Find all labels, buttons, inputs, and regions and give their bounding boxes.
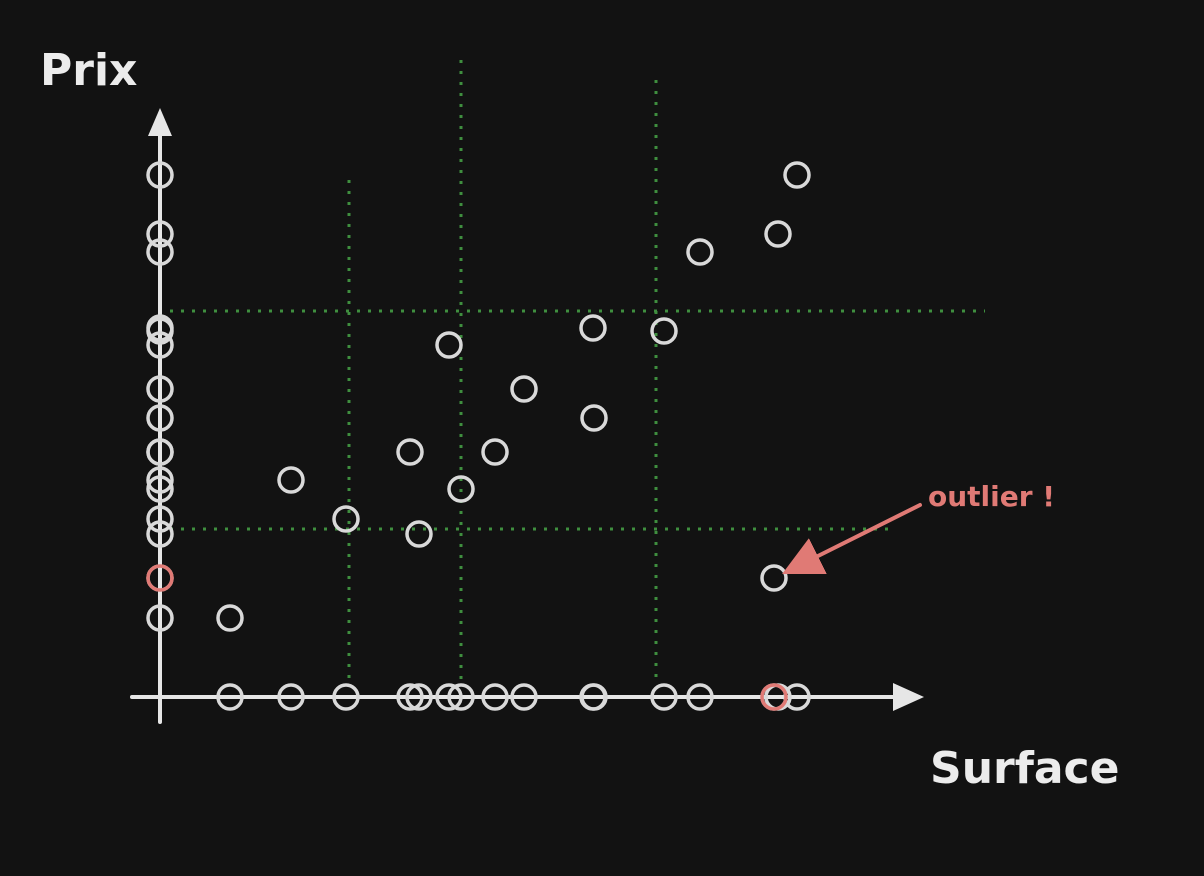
- data-point: [686, 238, 714, 266]
- x-projection-point: [405, 683, 433, 711]
- scatter-points: [216, 161, 811, 632]
- x-projection-point: [277, 683, 305, 711]
- x-projection-point: [481, 683, 509, 711]
- y-projection-point: [146, 238, 174, 266]
- y-projection-point: [146, 161, 174, 189]
- x-axis-arrow: [893, 683, 924, 711]
- data-point: [435, 331, 463, 359]
- y-projections: [146, 161, 174, 632]
- x-projection-point: [580, 683, 608, 711]
- x-projection-point: [435, 683, 463, 711]
- data-point: [332, 505, 360, 533]
- data-point: [510, 375, 538, 403]
- data-point: [277, 466, 305, 494]
- y-projection-point: [146, 404, 174, 432]
- data-point: [216, 604, 244, 632]
- y-projection-point: [146, 220, 174, 248]
- axes: [130, 108, 924, 724]
- data-point: [579, 314, 607, 342]
- y-projection-point: [146, 331, 174, 359]
- data-point: [580, 404, 608, 432]
- x-projection-point: [216, 683, 244, 711]
- data-point: [447, 475, 475, 503]
- y-projection-point: [146, 466, 174, 494]
- outlier-arrow: [782, 503, 922, 574]
- y-axis-label: Prix: [40, 45, 137, 96]
- y-projection-point: [146, 604, 174, 632]
- x-projection-point: [332, 683, 360, 711]
- y-projection-point: [146, 317, 174, 345]
- x-projection-point: [686, 683, 714, 711]
- y-projection-point: [146, 438, 174, 466]
- x-projection-point: [447, 683, 475, 711]
- data-point: [396, 438, 424, 466]
- data-point: [783, 161, 811, 189]
- outlier-y-projection: [146, 564, 174, 592]
- x-projection-point: [650, 683, 678, 711]
- data-point: [405, 520, 433, 548]
- data-point: [650, 317, 678, 345]
- data-point: [764, 220, 792, 248]
- data-point: [481, 438, 509, 466]
- y-projection-point: [146, 505, 174, 533]
- x-projections: [216, 683, 811, 711]
- x-projection-point: [396, 683, 424, 711]
- outlier-annotation: outlier !: [928, 480, 1055, 513]
- y-axis-arrow: [148, 108, 172, 136]
- y-projection-point: [146, 475, 174, 503]
- outlier-x-projection: [760, 683, 788, 711]
- grid-lines: [170, 60, 985, 680]
- y-projection-point: [146, 375, 174, 403]
- outlier-point: [760, 564, 788, 592]
- x-axis-label: Surface: [930, 743, 1119, 794]
- x-projection-point: [510, 683, 538, 711]
- y-projection-point: [146, 520, 174, 548]
